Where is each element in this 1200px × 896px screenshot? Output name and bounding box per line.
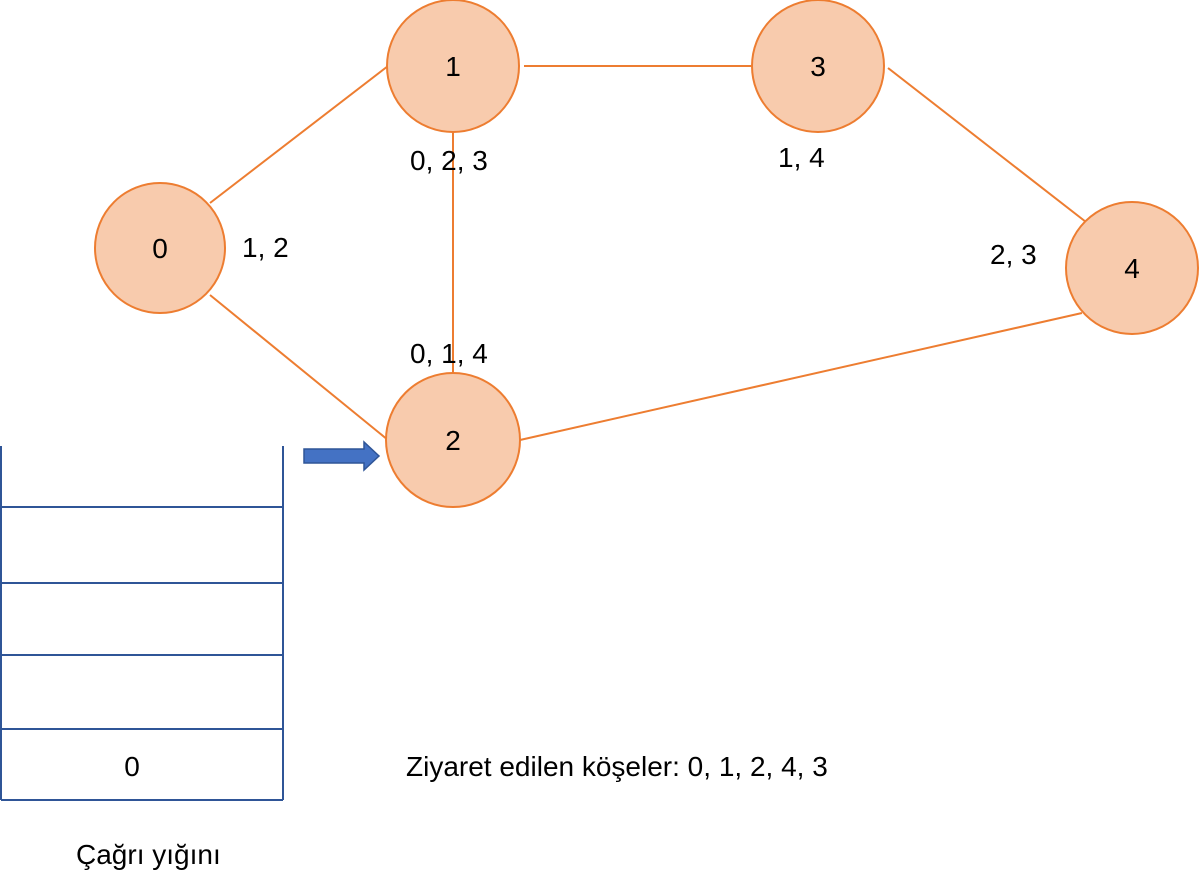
- edge-0-2: [209, 294, 389, 441]
- visited-vertices-text: Ziyaret edilen köşeler: 0, 1, 2, 4, 3: [406, 751, 828, 782]
- graph-node-3: 3: [751, 0, 885, 133]
- edge-3-4: [887, 67, 1087, 223]
- edge-2-4: [519, 312, 1083, 441]
- adjacency-label-3: 1, 4: [778, 142, 825, 173]
- call-stack-title: Çağrı yığını: [76, 839, 221, 870]
- edge-0-1: [209, 65, 389, 204]
- node-label-2: 2: [445, 425, 461, 456]
- adjacency-label-4: 2, 3: [990, 239, 1037, 270]
- node-label-0: 0: [152, 233, 168, 264]
- adjacency-label-1: 0, 2, 3: [410, 145, 488, 176]
- stack-entry: 0: [124, 751, 140, 782]
- graph-node-4: 4: [1065, 201, 1199, 335]
- adjacency-label-2: 0, 1, 4: [410, 338, 488, 369]
- node-label-3: 3: [810, 51, 826, 82]
- node-circle-3: [751, 0, 885, 133]
- graph-node-2: 2: [385, 372, 521, 508]
- adjacency-label-0: 1, 2: [242, 232, 289, 263]
- node-circle-1: [386, 0, 520, 133]
- graph-node-0: 0: [94, 182, 226, 314]
- graph-node-1: 1: [386, 0, 520, 133]
- node-label-1: 1: [445, 51, 461, 82]
- node-circle-4: [1065, 201, 1199, 335]
- pointer-arrow-shape: [303, 440, 381, 472]
- node-circle-0: [94, 182, 226, 314]
- right-arrow-icon: [303, 440, 381, 472]
- node-circle-2: [385, 372, 521, 508]
- node-label-4: 4: [1124, 253, 1140, 284]
- edges: [209, 65, 1087, 441]
- call-stack: 0: [0, 446, 284, 801]
